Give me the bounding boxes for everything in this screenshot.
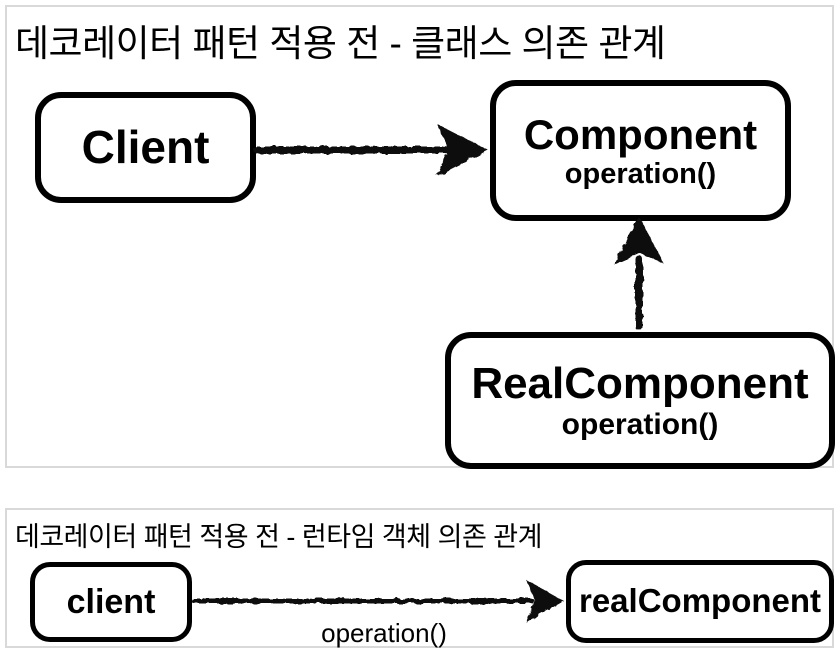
client-to-component-arrow-head xyxy=(436,123,489,177)
arrow-operation-label: operation() xyxy=(321,618,447,648)
runtime-dependency-panel: 데코레이터 패턴 적용 전 - 런타임 객체 의존 관계 client real… xyxy=(5,508,834,648)
client-object-label: client xyxy=(66,582,156,621)
class-dependency-panel: 데코레이터 패턴 적용 전 - 클래스 의존 관계 Client Compone… xyxy=(5,5,835,469)
component-operation-label: operation() xyxy=(564,157,717,190)
client-class-box: Client xyxy=(35,92,256,203)
component-class-label: Component xyxy=(523,110,758,158)
realcomponent-object-label: realComponent xyxy=(578,582,822,620)
client-class-label: Client xyxy=(81,120,210,173)
class-dependency-title: 데코레이터 패턴 적용 전 - 클래스 의존 관계 xyxy=(15,23,666,64)
realcomponent-to-component-arrow-head xyxy=(613,216,665,265)
client-object-box: client xyxy=(30,562,192,642)
realcomponent-object-box: realComponent xyxy=(566,560,834,643)
component-class-box: Component operation() xyxy=(490,80,791,221)
client-to-realcomponent-arrow-head xyxy=(525,579,565,623)
realcomponent-class-box: RealComponent operation() xyxy=(445,332,835,469)
realcomponent-operation-label: operation() xyxy=(561,408,719,442)
realcomponent-class-label: RealComponent xyxy=(471,359,809,409)
runtime-dependency-title: 데코레이터 패턴 적용 전 - 런타임 객체 의존 관계 xyxy=(15,522,542,552)
